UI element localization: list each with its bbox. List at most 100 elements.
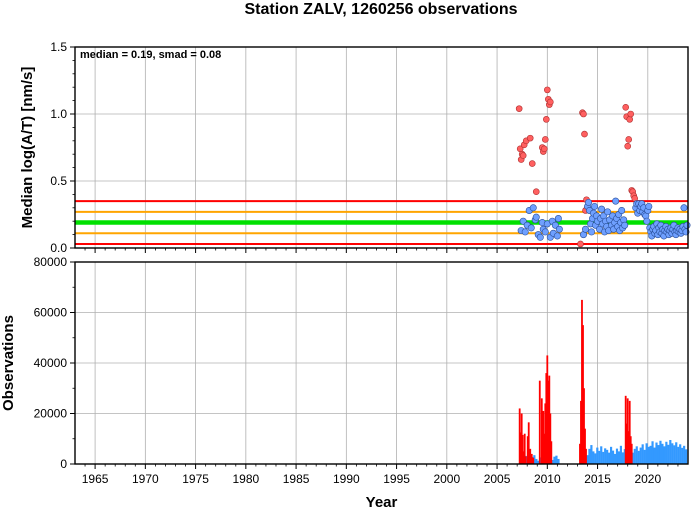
inlier-point-73 bbox=[645, 202, 653, 210]
inlier-point-43 bbox=[604, 208, 612, 216]
observation-bar-blue-2-7 bbox=[645, 443, 648, 464]
observation-bar-blue-1-3 bbox=[586, 455, 589, 464]
x-tick-label-1980: 1980 bbox=[232, 472, 259, 486]
observation-bar-blue-1-13 bbox=[606, 449, 609, 464]
observation-bar-red-0 bbox=[518, 408, 521, 464]
observation-bar-blue-2-21 bbox=[673, 445, 676, 464]
inlier-point-19 bbox=[553, 232, 561, 240]
observation-bar-red-35 bbox=[629, 436, 632, 464]
observation-bar-blue-2-11 bbox=[653, 447, 656, 464]
x-tick-label-2005: 2005 bbox=[484, 472, 511, 486]
observation-bar-red-4 bbox=[522, 451, 525, 464]
observation-bar-red-18 bbox=[546, 355, 549, 464]
observation-bar-blue-1-14 bbox=[608, 452, 611, 464]
chart-title: Station ZALV, 1260256 observations bbox=[245, 1, 518, 18]
outlier-point-26 bbox=[625, 136, 633, 143]
observation-bar-red-31 bbox=[625, 423, 628, 464]
observation-bar-red-8 bbox=[527, 422, 530, 464]
outlier-point-25 bbox=[624, 142, 632, 150]
outlier-point-9 bbox=[532, 188, 540, 196]
observation-bar-blue-1-19 bbox=[617, 451, 621, 464]
top-y-tick-label: 0.0 bbox=[50, 241, 67, 255]
inlier-point-111 bbox=[683, 221, 691, 229]
top-axis-ticks: 0.00.51.01.5 bbox=[50, 40, 679, 255]
observation-bar-red-27 bbox=[583, 388, 585, 464]
observation-bar-blue-2-25 bbox=[681, 447, 684, 464]
observation-bar-red-25 bbox=[581, 299, 583, 464]
x-tick-label-2020: 2020 bbox=[634, 472, 661, 486]
observation-bar-red-3 bbox=[521, 434, 524, 464]
observation-bar-blue-2-14 bbox=[659, 440, 662, 464]
observation-bar-red-33 bbox=[627, 431, 630, 464]
inlier-point-71 bbox=[643, 217, 651, 225]
observation-bar-blue-2-6 bbox=[643, 449, 646, 464]
observation-bar-blue-1-21 bbox=[621, 452, 624, 464]
observation-bar-red-26 bbox=[582, 325, 584, 464]
observation-bar-blue-0-18 bbox=[555, 455, 558, 464]
observation-bar-blue-0-17 bbox=[553, 456, 556, 464]
observation-bar-blue-1-9 bbox=[598, 450, 601, 464]
observation-bar-red-6 bbox=[524, 456, 527, 464]
observation-bar-red-28 bbox=[584, 428, 586, 464]
outlier-point-19 bbox=[577, 240, 584, 248]
observation-bar-blue-2-12 bbox=[655, 442, 658, 464]
x-tick-label-1975: 1975 bbox=[182, 472, 209, 486]
observation-bar-red-16 bbox=[544, 403, 547, 464]
observation-bar-blue-2-4 bbox=[639, 447, 642, 464]
observation-bar-blue-2-9 bbox=[649, 445, 652, 464]
observation-bar-blue-1-6 bbox=[592, 451, 595, 464]
inlier-point-56 bbox=[618, 206, 626, 214]
outlier-point-28 bbox=[627, 110, 635, 118]
outlier-point-0 bbox=[515, 105, 523, 112]
observation-bar-red-5 bbox=[523, 433, 526, 464]
observation-bar-blue-1-12 bbox=[604, 448, 607, 464]
outlier-point-4 bbox=[519, 152, 527, 159]
outlier-point-14 bbox=[543, 116, 550, 123]
x-tick-label-2010: 2010 bbox=[534, 472, 561, 486]
outlier-point-21 bbox=[580, 110, 587, 118]
observation-bar-blue-1-10 bbox=[600, 446, 603, 464]
outlier-point-12 bbox=[540, 145, 548, 153]
observation-bar-blue-2-18 bbox=[667, 444, 670, 464]
observation-bar-blue-2-22 bbox=[675, 442, 678, 464]
top-y-axis-label: Median log(A/T) [nm/s] bbox=[19, 67, 36, 229]
outlier-point-7 bbox=[526, 134, 534, 142]
bottom-y-tick-label: 20000 bbox=[34, 407, 68, 421]
observation-bar-blue-2-23 bbox=[677, 446, 680, 464]
observation-bar-red-14 bbox=[542, 410, 545, 464]
outlier-point-27 bbox=[626, 116, 634, 123]
observation-bar-blue-0-8 bbox=[535, 458, 538, 464]
observation-bar-red-20 bbox=[548, 375, 551, 464]
inlier-point-10 bbox=[536, 233, 544, 241]
observation-bar-red-15 bbox=[543, 433, 546, 464]
observation-bar-blue-2-2 bbox=[635, 446, 638, 464]
inlier-point-13 bbox=[541, 228, 549, 236]
outlier-point-8 bbox=[528, 160, 536, 167]
inlier-point-2 bbox=[521, 228, 529, 236]
x-tick-label-1985: 1985 bbox=[283, 472, 310, 486]
observation-bar-blue-2-17 bbox=[665, 441, 668, 464]
observation-bar-blue-2-19 bbox=[669, 440, 672, 464]
bottom-y-tick-label: 0 bbox=[60, 457, 67, 471]
observation-bar-red-24 bbox=[580, 400, 582, 464]
bottom-y-tick-label: 80000 bbox=[34, 255, 68, 269]
inlier-point-6 bbox=[529, 204, 537, 212]
inlier-point-20 bbox=[554, 215, 562, 223]
observation-bar-red-19 bbox=[547, 380, 550, 464]
observation-bar-blue-2-27 bbox=[685, 449, 688, 464]
inlier-point-31 bbox=[591, 202, 599, 210]
observation-bar-blue-2-5 bbox=[641, 444, 644, 464]
observation-bar-blue-2-15 bbox=[661, 443, 664, 464]
observation-bar-red-23 bbox=[579, 443, 581, 464]
observation-bar-blue-0-9 bbox=[537, 460, 540, 464]
observation-bar-red-34 bbox=[628, 400, 631, 464]
observation-bar-blue-1-4 bbox=[588, 448, 591, 464]
bottom-y-axis-label: Observations bbox=[0, 315, 17, 411]
observation-bar-blue-1-11 bbox=[602, 451, 605, 464]
median-smad-annotation: median = 0.19, smad = 0.08 bbox=[80, 49, 221, 61]
inlier-point-21 bbox=[555, 225, 563, 233]
observation-bar-red-2 bbox=[520, 413, 523, 464]
